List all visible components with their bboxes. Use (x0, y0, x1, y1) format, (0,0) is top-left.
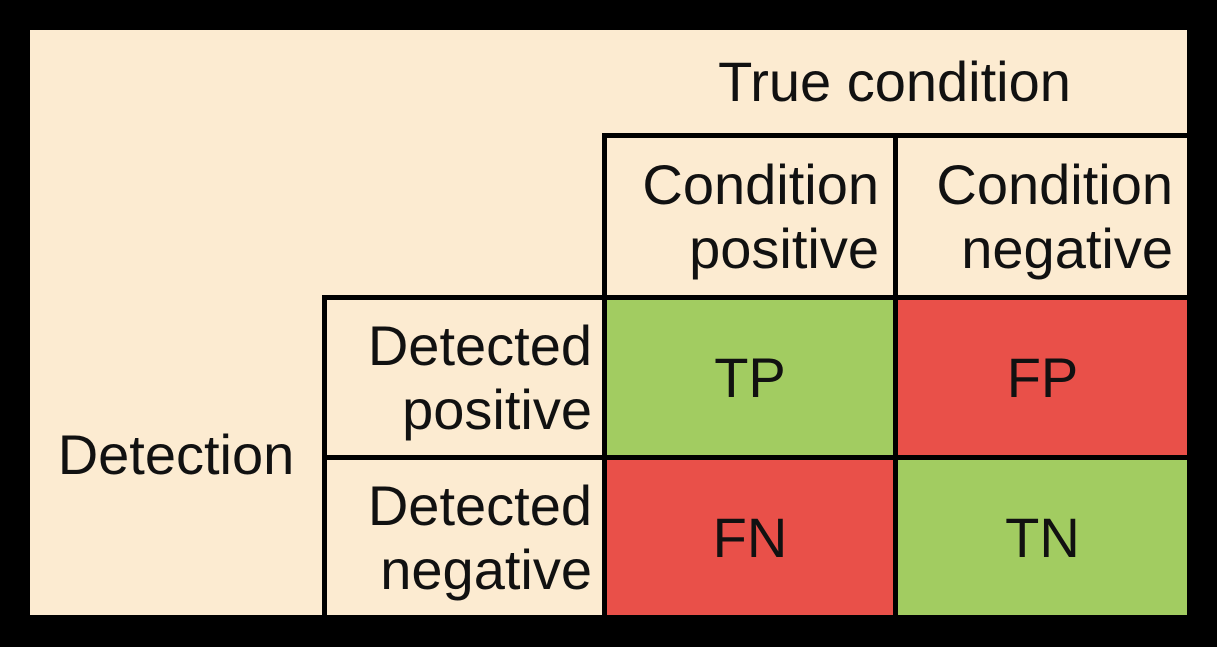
column-header-condition-negative: Condition negative (893, 138, 1187, 295)
cell-false-negative: FN (602, 455, 893, 615)
column-header-condition-positive: Condition positive (602, 138, 893, 295)
true-condition-axis-title: True condition (602, 30, 1187, 138)
detection-axis-title: Detection (57, 423, 295, 486)
cell-true-negative: TN (893, 455, 1187, 615)
confusion-matrix-diagram: True condition Condition positive Condit… (30, 30, 1187, 615)
cell-true-positive: TP (602, 295, 893, 455)
row-header-detected-negative: Detected negative (322, 455, 602, 615)
row-header-detected-positive: Detected positive (322, 295, 602, 455)
cell-false-positive: FP (893, 295, 1187, 455)
